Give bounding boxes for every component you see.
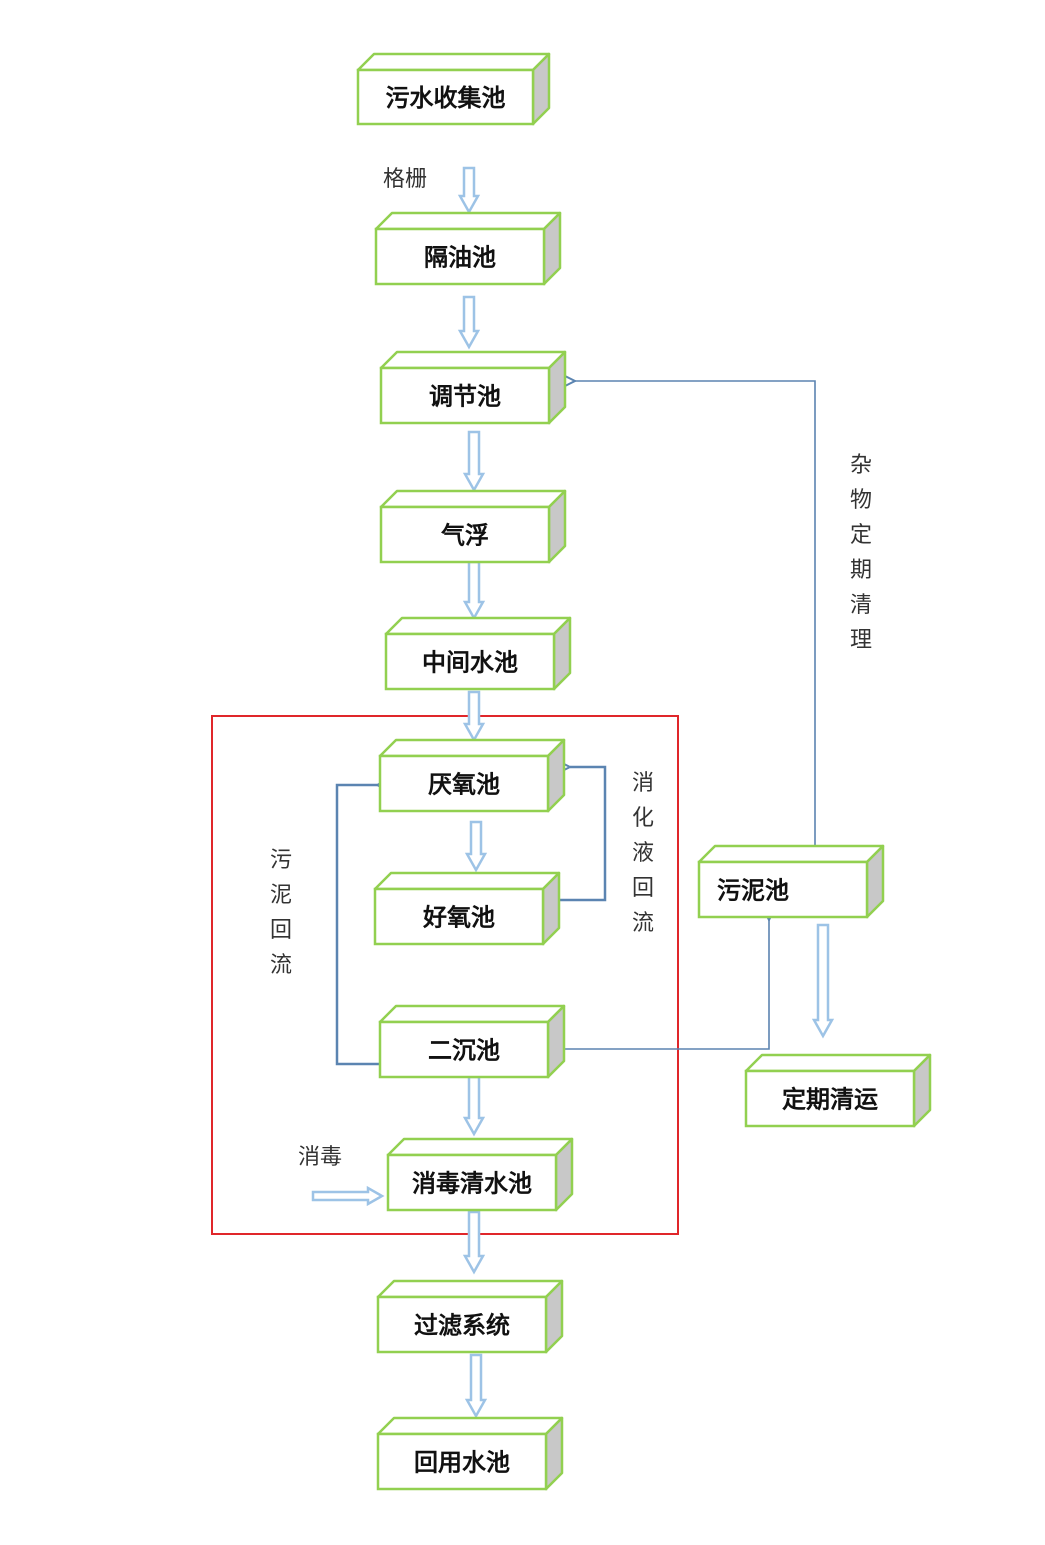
process-node-aerobic: 好氧池 bbox=[373, 871, 561, 946]
process-node-filtration: 过滤系统 bbox=[376, 1279, 564, 1354]
node-label: 中间水池 bbox=[422, 649, 518, 677]
return-line bbox=[564, 920, 769, 1050]
process-node-oil-sep: 隔油池 bbox=[374, 211, 562, 286]
node-label: 厌氧池 bbox=[428, 771, 500, 799]
debris-cleaning-char: 理 bbox=[850, 628, 872, 653]
box-front-face bbox=[376, 1295, 548, 1354]
flow-arrow bbox=[311, 1185, 385, 1207]
box-front-face bbox=[744, 1069, 916, 1128]
flow-arrow bbox=[462, 1210, 486, 1275]
box-top-face bbox=[384, 616, 572, 636]
debris-cleaning-char: 定 bbox=[850, 523, 872, 548]
biological-treatment-frame bbox=[211, 715, 679, 1235]
return-line bbox=[335, 785, 380, 1066]
sludge-return-char: 泥 bbox=[270, 883, 292, 908]
box-front-face bbox=[378, 1020, 550, 1079]
box-front-face bbox=[384, 632, 556, 691]
flow-arrow bbox=[457, 166, 481, 215]
nitrified-return-char: 回 bbox=[632, 876, 654, 901]
process-node-disinfection: 消毒清水池 bbox=[386, 1137, 574, 1212]
flow-arrow bbox=[462, 1075, 486, 1137]
sludge-return-char: 回 bbox=[270, 918, 292, 943]
debris-cleaning-char: 物 bbox=[850, 488, 872, 513]
process-node-reuse: 回用水池 bbox=[376, 1416, 564, 1491]
debris-cleaning-char: 杂 bbox=[850, 453, 872, 478]
debris-cleaning-char: 期 bbox=[850, 558, 872, 583]
node-label: 回用水池 bbox=[414, 1449, 510, 1477]
box-front-face bbox=[697, 860, 869, 919]
disinfect-label: 消毒 bbox=[298, 1145, 342, 1170]
flow-arrow bbox=[464, 820, 488, 873]
process-node-flotation: 气浮 bbox=[379, 489, 567, 564]
process-node-sludge: 污泥池 bbox=[697, 844, 885, 919]
process-node-collection: 污水收集池 bbox=[356, 52, 551, 126]
flow-arrow bbox=[811, 923, 835, 1039]
box-top-face bbox=[379, 350, 567, 370]
node-label: 污泥池 bbox=[717, 877, 789, 905]
process-node-disposal: 定期清运 bbox=[744, 1053, 932, 1128]
node-label: 过滤系统 bbox=[414, 1312, 510, 1340]
nitrified-return-char: 化 bbox=[632, 806, 654, 831]
nitrified-return-char: 液 bbox=[632, 841, 654, 866]
box-front-face bbox=[376, 1432, 548, 1491]
nitrified-return-label: 消 化 液 回 流 bbox=[632, 771, 654, 936]
flow-arrow bbox=[462, 690, 486, 743]
box-top-face bbox=[373, 871, 561, 891]
sludge-return-char: 污 bbox=[270, 848, 292, 873]
flow-arrow bbox=[457, 295, 481, 350]
box-top-face bbox=[378, 1004, 566, 1024]
process-node-anaerobic: 厌氧池 bbox=[378, 738, 566, 813]
box-top-face bbox=[386, 1137, 574, 1157]
sludge-return-char: 流 bbox=[270, 953, 292, 978]
node-label: 隔油池 bbox=[424, 244, 496, 272]
process-node-equalization: 调节池 bbox=[379, 350, 567, 425]
box-top-face bbox=[376, 1279, 564, 1299]
nitrified-return-char: 流 bbox=[632, 911, 654, 936]
box-top-face bbox=[744, 1053, 932, 1073]
node-label: 消毒清水池 bbox=[412, 1170, 532, 1198]
process-node-intermediate: 中间水池 bbox=[384, 616, 572, 691]
grille-label: 格栅 bbox=[383, 167, 427, 192]
return-line bbox=[560, 767, 607, 902]
node-label: 定期清运 bbox=[782, 1086, 878, 1114]
node-label: 二沉池 bbox=[428, 1037, 500, 1065]
debris-cleaning-label: 杂 物 定 期 清 理 bbox=[850, 453, 872, 653]
node-label: 气浮 bbox=[440, 522, 489, 550]
node-label: 污水收集池 bbox=[386, 84, 506, 112]
process-node-secondary: 二沉池 bbox=[378, 1004, 566, 1079]
box-front-face bbox=[378, 754, 550, 813]
box-front-face bbox=[386, 1153, 558, 1212]
node-label: 好氧池 bbox=[422, 904, 495, 932]
box-top-face bbox=[379, 489, 567, 509]
box-front-face bbox=[379, 505, 551, 564]
flow-arrow bbox=[462, 560, 486, 621]
box-top-face bbox=[376, 1416, 564, 1436]
sludge-return-label: 污 泥 回 流 bbox=[270, 848, 292, 978]
box-front-face bbox=[373, 887, 545, 946]
box-top-face bbox=[374, 211, 562, 231]
flow-arrow bbox=[464, 1353, 488, 1419]
flow-arrow bbox=[462, 430, 486, 493]
nitrified-return-char: 消 bbox=[632, 771, 654, 796]
box-front-face bbox=[356, 68, 535, 126]
box-front-face bbox=[374, 227, 546, 286]
debris-cleaning-char: 清 bbox=[850, 593, 872, 618]
box-top-face bbox=[356, 52, 551, 72]
node-label: 调节池 bbox=[429, 383, 501, 411]
return-line bbox=[575, 381, 816, 846]
box-top-face bbox=[697, 844, 885, 864]
box-top-face bbox=[378, 738, 566, 758]
box-front-face bbox=[379, 366, 551, 425]
